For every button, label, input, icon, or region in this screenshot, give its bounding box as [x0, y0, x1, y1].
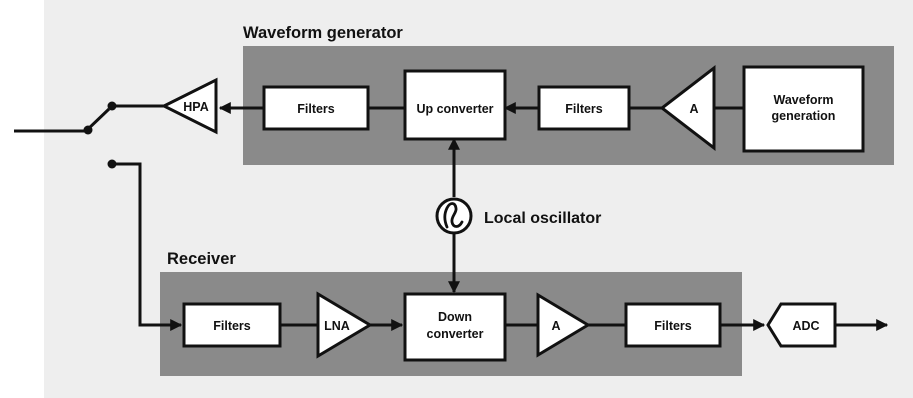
waveform-generation-label-1: Waveform: [774, 93, 834, 107]
waveform-generation-block: Waveform generation: [742, 65, 865, 153]
adc-block: ADC: [766, 302, 837, 348]
receiver-title: Receiver: [167, 250, 236, 268]
wire-switch-to-rx-filters: [112, 162, 183, 331]
local-oscillator-label: Local oscillator: [484, 210, 601, 227]
rx-filters-2-label: Filters: [654, 319, 692, 333]
tx-amplifier-label: A: [689, 102, 698, 116]
rx-filters-block-2: Filters: [624, 302, 722, 348]
tx-amplifier: A: [659, 64, 716, 152]
tx-filters-block: Filters: [262, 85, 370, 131]
tx-filters-2-label: Filters: [565, 102, 603, 116]
tx-filters-block-2: Filters: [537, 85, 631, 131]
rx-amplifier-label: A: [551, 319, 560, 333]
rx-filters-block: Filters: [182, 302, 282, 348]
up-converter-label: Up converter: [416, 102, 493, 116]
switch-tx-contact: [107, 101, 117, 111]
adc-label: ADC: [792, 319, 819, 333]
lna-amplifier: LNA: [316, 291, 373, 359]
rx-amplifier: A: [536, 292, 591, 358]
hpa-amplifier: HPA: [160, 77, 218, 135]
local-oscillator: Local oscillator: [435, 197, 601, 235]
hpa-label: HPA: [183, 100, 208, 114]
down-converter-label-1: Down: [438, 310, 472, 324]
rx-filters-label: Filters: [213, 319, 251, 333]
switch-pivot-dot: [83, 125, 93, 135]
tx-filters-label: Filters: [297, 102, 335, 116]
down-converter-block: Down converter: [403, 292, 507, 362]
up-converter-block: Up converter: [403, 69, 507, 141]
down-converter-label-2: converter: [427, 327, 484, 341]
waveform-generator-title: Waveform generator: [243, 24, 403, 42]
waveform-generation-label-2: generation: [772, 109, 836, 123]
lna-label: LNA: [324, 319, 350, 333]
